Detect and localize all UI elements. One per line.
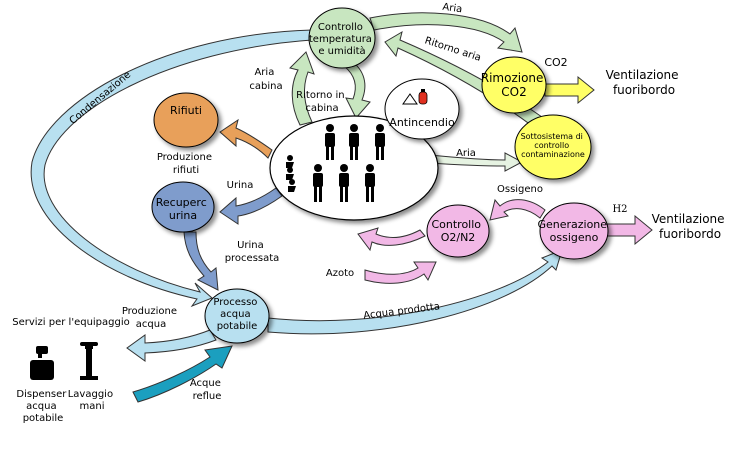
return-cabin-arrow bbox=[343, 59, 371, 119]
waste-arrow bbox=[219, 118, 273, 159]
oxygen-generation-node bbox=[539, 202, 609, 260]
water-output-arrow bbox=[126, 329, 217, 362]
seated-crew-icon bbox=[286, 155, 296, 192]
co2-vent-arrow bbox=[544, 75, 595, 105]
waste-node bbox=[153, 92, 219, 148]
oxygen-arrow-left bbox=[357, 227, 426, 252]
handwash-icon bbox=[80, 342, 98, 380]
o2n2-control-label: Controllo O2/N2 bbox=[431, 218, 484, 244]
crew-figures bbox=[313, 124, 385, 202]
co2-output-label: CO2 bbox=[544, 56, 567, 69]
oxygen-arrow-mid bbox=[489, 198, 546, 221]
produced-water-arrow bbox=[267, 249, 563, 335]
cabin-air-arrow bbox=[289, 51, 315, 126]
cabin-air-label: Aria cabina bbox=[249, 67, 282, 92]
processed-urine-arrow bbox=[183, 231, 219, 291]
waste-label: Rifiuti bbox=[170, 104, 202, 117]
handwash-label: Lavaggio mani bbox=[68, 389, 117, 412]
condensation-label: Condensazione bbox=[68, 69, 133, 126]
oxygen-label: Ossigeno bbox=[497, 184, 543, 195]
nitrogen-arrow bbox=[364, 261, 437, 284]
air-mid-arrow bbox=[429, 152, 524, 172]
h2-vent-arrow bbox=[605, 214, 653, 246]
air-top-label: Aria bbox=[442, 2, 463, 16]
oxygen-generation-label: Generazione ossigeno bbox=[537, 218, 610, 244]
contamination-node bbox=[514, 114, 592, 180]
co2-removal-node bbox=[481, 56, 547, 114]
waste-production-label: Produzione rifiuti bbox=[157, 152, 215, 176]
fire-suppression-label: Antincendio bbox=[389, 116, 455, 129]
processed-urine-label: Urina processata bbox=[225, 240, 280, 264]
co2-removal-label: Rimozione CO2 bbox=[481, 71, 548, 99]
crew-cabin bbox=[269, 115, 439, 221]
contamination-label: Sottosistema di controllo contaminazione bbox=[521, 132, 586, 159]
climate-control-label: Controllo temperatura e umidità bbox=[309, 22, 375, 57]
return-cabin-label: Ritorno in cabina bbox=[296, 90, 348, 114]
wastewater-arrow bbox=[132, 345, 233, 403]
nitrogen-label: Azoto bbox=[326, 268, 354, 279]
air-mid-label: Aria bbox=[456, 148, 476, 159]
condensation-arrow bbox=[30, 29, 313, 308]
h2-label: H2 bbox=[612, 204, 627, 215]
o2n2-control-node bbox=[426, 204, 490, 258]
urine-label: Urina bbox=[227, 180, 254, 191]
water-process-label: Processo acqua potabile bbox=[213, 297, 260, 332]
urine-recovery-node bbox=[151, 181, 215, 233]
climate-control-node bbox=[308, 7, 376, 69]
fire-suppression-node bbox=[384, 78, 460, 140]
air-top-arrow bbox=[369, 12, 523, 53]
urine-recovery-label: Recuperc urina bbox=[156, 196, 211, 222]
water-production-label: Produzione acqua bbox=[122, 306, 180, 330]
dispenser-label: Dispenser acqua potabile bbox=[16, 389, 69, 424]
urine-arrow bbox=[219, 187, 283, 225]
water-process-node bbox=[204, 288, 270, 344]
wastewater-label: Acque reflue bbox=[190, 378, 224, 402]
water-dispenser-icon bbox=[30, 346, 54, 380]
vent-label-2: Ventilazione fuoribordo bbox=[652, 212, 729, 241]
vent-label-1: Ventilazione fuoribordo bbox=[606, 68, 683, 97]
fire-extinguisher-icon bbox=[402, 89, 428, 105]
crew-services-label: Servizi per l'equipaggio bbox=[12, 317, 130, 328]
